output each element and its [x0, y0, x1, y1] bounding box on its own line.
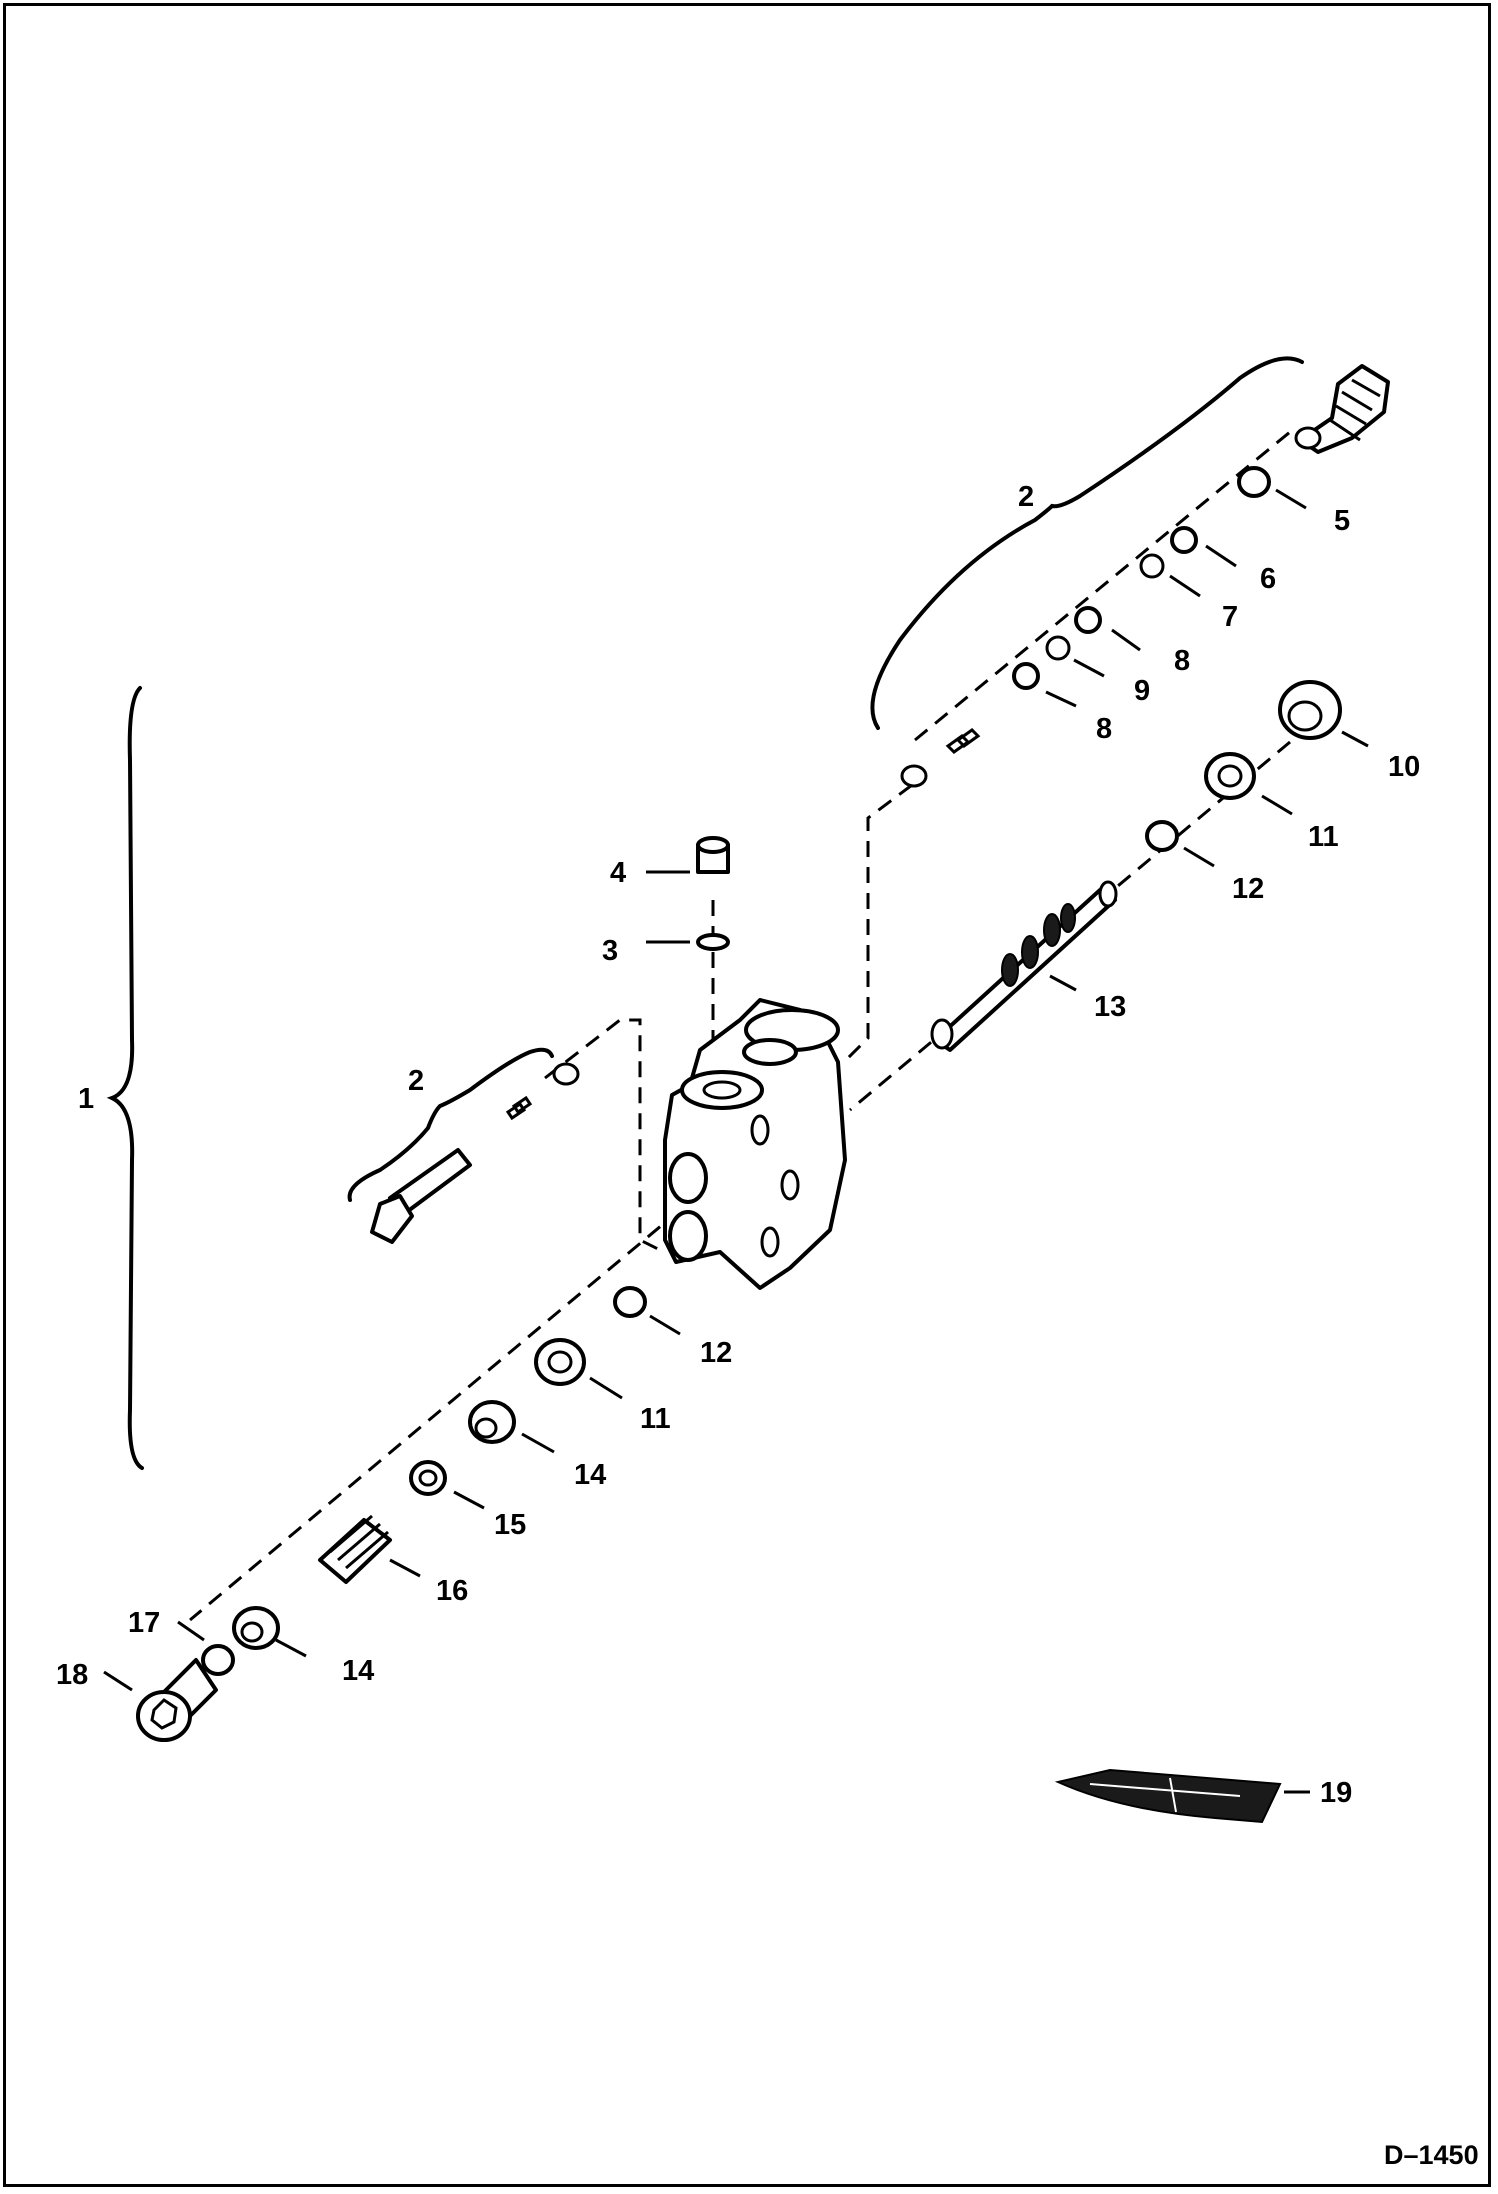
callout-10: 10: [1388, 751, 1420, 783]
callout-labels: 1 2 2 3 4 5 6 7 8 8 9 10 11 11 12 12 13 …: [56, 481, 1420, 1809]
drawing-number: D–1450: [1384, 2140, 1479, 2170]
leader-lines: [103, 488, 1369, 1794]
part-3-o-ring: [696, 933, 730, 951]
part-11-washer-upper: [1204, 752, 1256, 800]
part-5-relief-adjuster: [1294, 364, 1390, 454]
callout-18: 18: [56, 1659, 88, 1691]
axis-upper-relief-drop: [846, 783, 913, 1060]
callout-5: 5: [1334, 505, 1350, 537]
part-14-retainer-upper: [468, 1400, 516, 1444]
callout-19: 19: [1320, 1777, 1352, 1809]
part-4-port-plug: [696, 836, 730, 874]
callout-11-lower: 11: [640, 1403, 671, 1435]
callout-4: 4: [610, 857, 626, 889]
part-18-end-plug: [136, 1658, 218, 1742]
callout-13: 13: [1094, 991, 1126, 1023]
part-5-o-ring: [1237, 466, 1271, 498]
callout-11-upper: 11: [1308, 821, 1339, 853]
axis-upper-relief: [914, 430, 1291, 742]
callout-14-lower: 14: [342, 1655, 374, 1687]
callout-2-upper: 2: [1018, 481, 1034, 513]
callout-17: 17: [128, 1607, 160, 1639]
assembly-brace-1: [106, 686, 144, 1470]
part-15-washer: [409, 1460, 447, 1496]
part-11-washer-lower: [534, 1338, 586, 1386]
spring-lower-small: [505, 1095, 533, 1121]
callout-9: 9: [1134, 675, 1150, 707]
relief-valve-brace-lower: [347, 1047, 554, 1202]
valve-body: [663, 998, 847, 1290]
part-9-ring: [1045, 635, 1071, 661]
callout-6: 6: [1260, 563, 1276, 595]
axis-lower-relief: [544, 1018, 661, 1252]
poppet-lower-small: [552, 1062, 580, 1086]
part-10-cap: [1278, 680, 1342, 740]
callout-3: 3: [602, 935, 618, 967]
part-17-o-ring: [201, 1644, 235, 1676]
part-12-o-ring-upper: [1145, 820, 1179, 852]
callout-12-lower: 12: [700, 1337, 732, 1369]
part-19-seal-kit: [1054, 1768, 1282, 1824]
part-13-spool: [930, 880, 1118, 1052]
callout-2-lower: 2: [408, 1065, 424, 1097]
callout-15: 15: [494, 1509, 526, 1541]
part-8-ring-lower: [1012, 662, 1040, 690]
part-6-ring: [1170, 526, 1198, 554]
part-12-o-ring-lower: [613, 1286, 647, 1318]
callout-12-upper: 12: [1232, 873, 1264, 905]
callout-8-lower: 8: [1096, 713, 1112, 745]
part-8-ring-upper: [1074, 606, 1102, 634]
relief-valve-brace-upper: [870, 356, 1304, 730]
callout-8-upper: 8: [1174, 645, 1190, 677]
axis-lower-stack: [189, 1208, 681, 1622]
callout-16: 16: [436, 1575, 468, 1607]
lower-relief-valve: [370, 1148, 472, 1244]
poppet-upper-small: [900, 764, 928, 788]
callout-7: 7: [1222, 601, 1238, 633]
part-16-spring: [318, 1514, 392, 1584]
callout-14-upper: 14: [574, 1459, 606, 1491]
part-14-retainer-lower: [232, 1606, 280, 1650]
part-7-ring: [1139, 553, 1165, 579]
spring-upper-small: [945, 728, 981, 754]
callout-1: 1: [78, 1083, 94, 1115]
diagram-frame: [3, 3, 1491, 2187]
